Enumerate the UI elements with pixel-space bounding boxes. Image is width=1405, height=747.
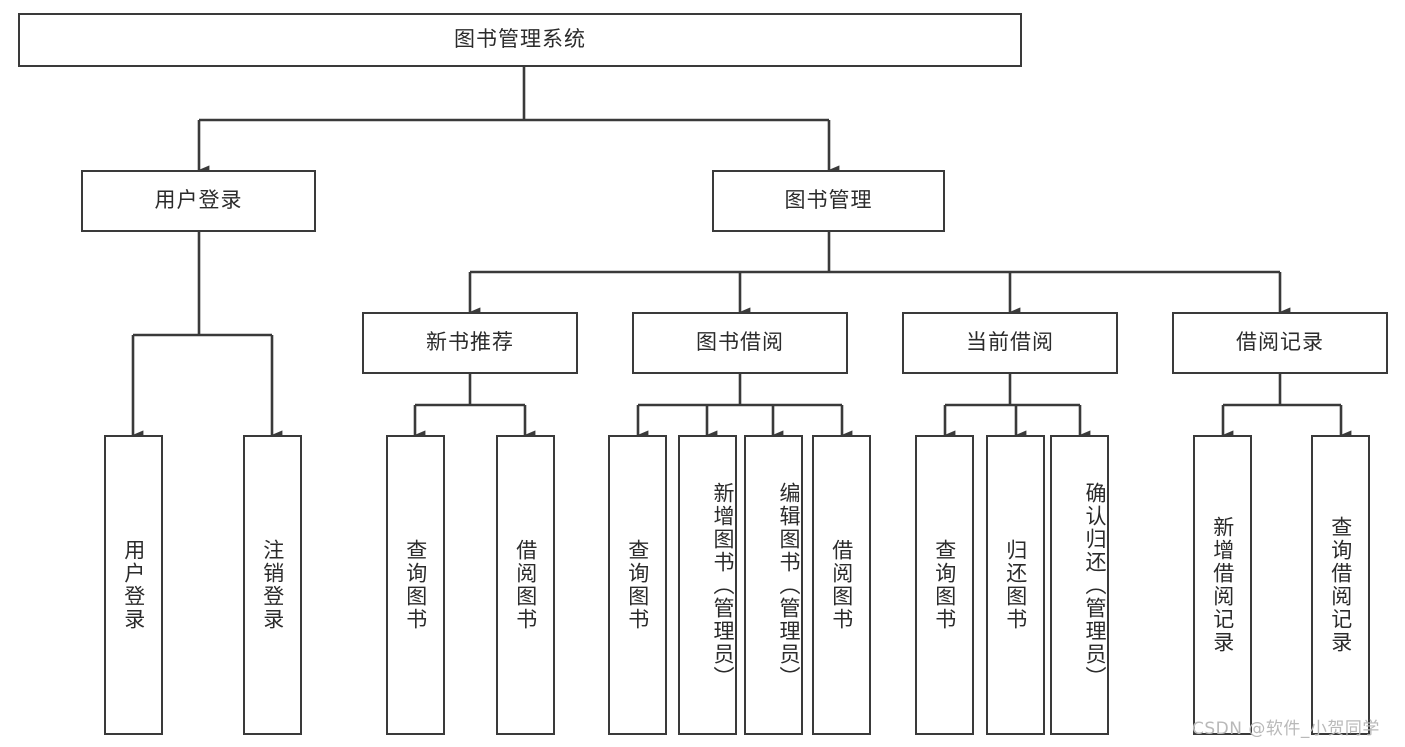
node-label: 用户登录 xyxy=(154,188,243,213)
node-user-login[interactable]: 用户登录 xyxy=(81,170,316,232)
leaf-borrow-record-query[interactable]: 查询借阅记录 xyxy=(1311,435,1370,735)
node-label: 新书推荐 xyxy=(426,330,514,355)
node-label: 用户登录 xyxy=(121,539,146,631)
leaf-current-borrow-confirm-return[interactable]: 确认归还（管理员） xyxy=(1050,435,1109,735)
leaf-user-login-login[interactable]: 用户登录 xyxy=(104,435,163,735)
csdn-watermark: CSDN @软件_小贺同学 xyxy=(1192,719,1380,739)
leaf-new-book-borrow[interactable]: 借阅图书 xyxy=(496,435,555,735)
node-label: 归还图书 xyxy=(1003,539,1028,631)
leaf-new-book-query[interactable]: 查询图书 xyxy=(386,435,445,735)
node-current-borrow[interactable]: 当前借阅 xyxy=(902,312,1118,374)
node-label: 借阅图书 xyxy=(829,539,854,631)
node-book-manage[interactable]: 图书管理 xyxy=(712,170,945,232)
leaf-book-borrow-query[interactable]: 查询图书 xyxy=(608,435,667,735)
node-book-borrow[interactable]: 图书借阅 xyxy=(632,312,848,374)
node-label: 图书管理 xyxy=(784,188,873,213)
node-label: 确认归还（管理员） xyxy=(1083,481,1107,689)
node-label: 编辑图书（管理员） xyxy=(777,481,801,689)
node-label: 查询图书 xyxy=(932,539,957,631)
node-label: 查询图书 xyxy=(625,539,650,631)
leaf-book-borrow-edit[interactable]: 编辑图书（管理员） xyxy=(744,435,803,735)
leaf-current-borrow-query[interactable]: 查询图书 xyxy=(915,435,974,735)
leaf-book-borrow-add[interactable]: 新增图书（管理员） xyxy=(678,435,737,735)
node-label: 图书借阅 xyxy=(696,330,784,355)
leaf-borrow-record-add[interactable]: 新增借阅记录 xyxy=(1193,435,1252,735)
leaf-current-borrow-return[interactable]: 归还图书 xyxy=(986,435,1045,735)
node-label: 新增借阅记录 xyxy=(1210,516,1235,654)
node-label: 注销登录 xyxy=(260,539,285,631)
leaf-user-login-logout[interactable]: 注销登录 xyxy=(243,435,302,735)
node-borrow-record[interactable]: 借阅记录 xyxy=(1172,312,1388,374)
node-label: 借阅图书 xyxy=(513,539,538,631)
node-label: 当前借阅 xyxy=(966,330,1054,355)
leaf-book-borrow-borrow[interactable]: 借阅图书 xyxy=(812,435,871,735)
node-label: 查询借阅记录 xyxy=(1328,516,1353,654)
node-label: 新增图书（管理员） xyxy=(711,481,735,689)
node-root-book-management-system[interactable]: 图书管理系统 xyxy=(18,13,1022,67)
node-new-book-recommend[interactable]: 新书推荐 xyxy=(362,312,578,374)
node-label: 查询图书 xyxy=(403,539,428,631)
node-label: 借阅记录 xyxy=(1236,330,1324,355)
node-label: 图书管理系统 xyxy=(454,27,586,52)
